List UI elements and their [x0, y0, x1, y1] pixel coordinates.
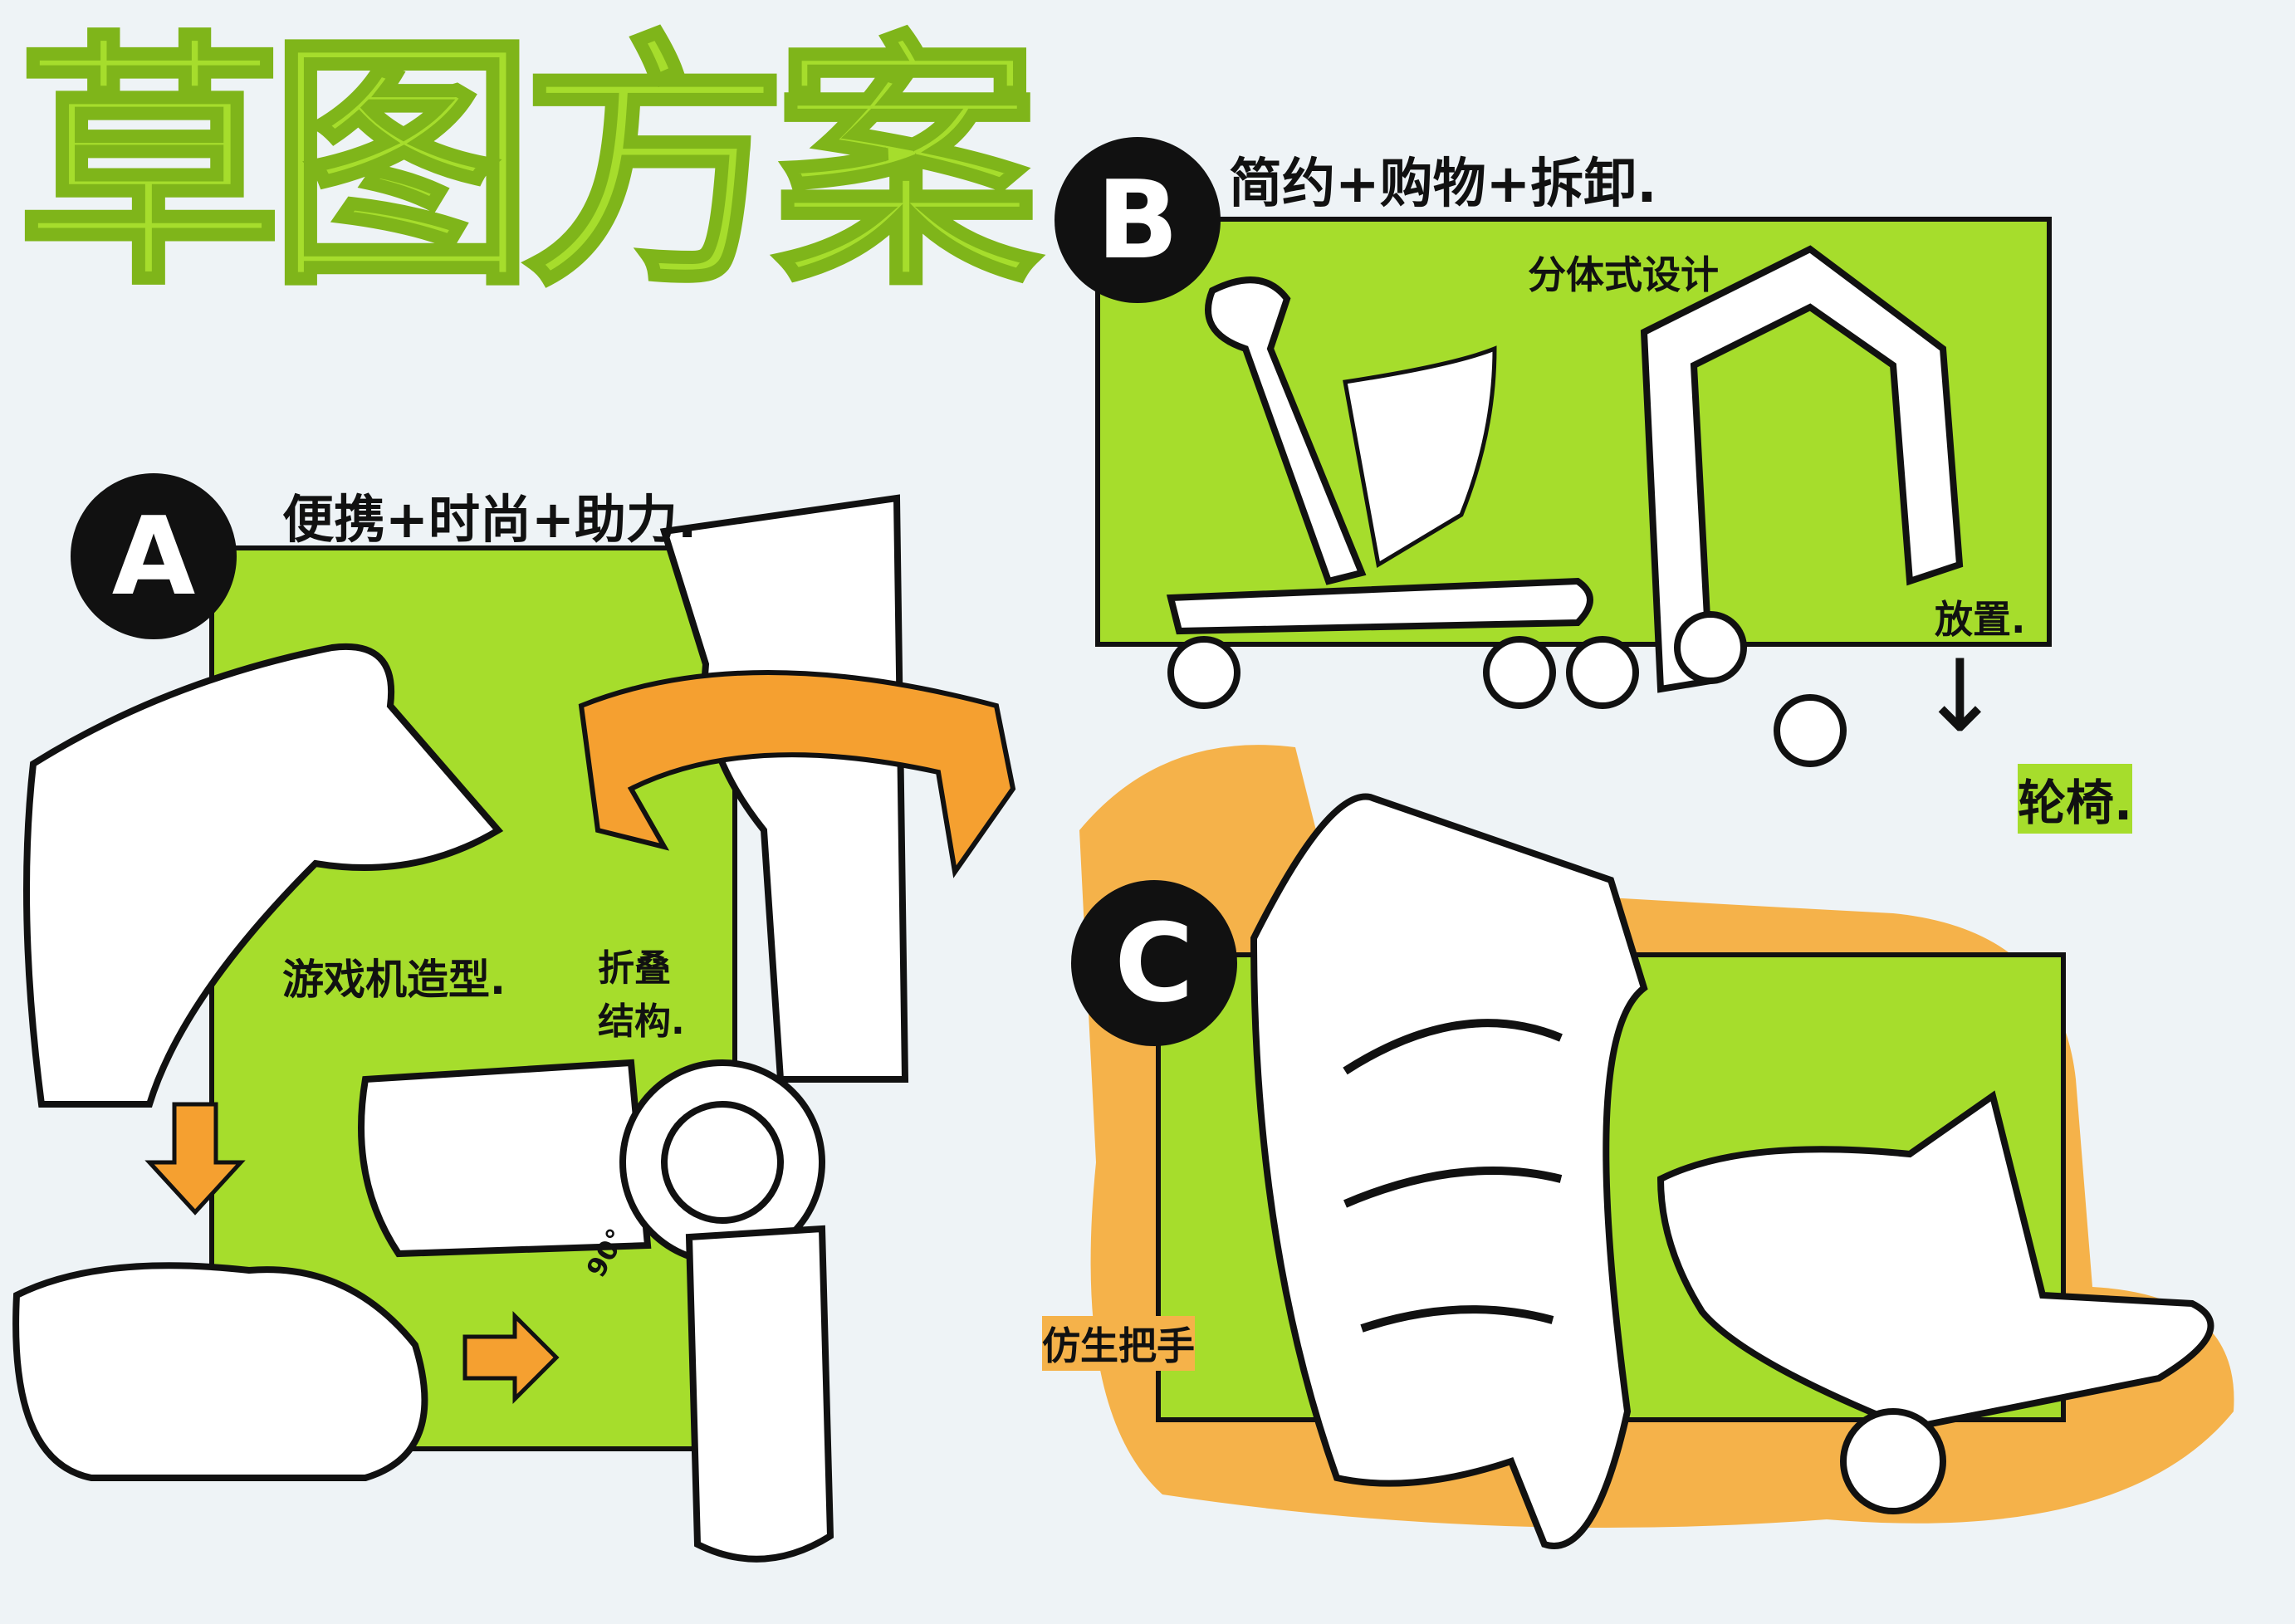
page-title: 草图方案	[14, 12, 1042, 320]
note-wheelchair: 轮椅.	[2018, 764, 2133, 834]
rotation-arrow	[578, 670, 1016, 878]
concept-a-subtitle: 便携+时尚+助力.	[282, 489, 697, 550]
down-arrow-glyph: ↓	[1918, 639, 2002, 755]
note-split-design: 分体式设计	[1528, 252, 1719, 297]
concept-b-subtitle: 简约+购物+拆卸.	[1229, 154, 1657, 215]
concept-b-sketch	[1166, 245, 1964, 767]
concept-c-badge: C	[1071, 880, 1237, 1046]
note-folding-structure: 折叠结构.	[598, 947, 685, 1043]
note-bionic-handle: 仿生把手	[1042, 1316, 1195, 1371]
concept-a-sketch	[12, 494, 909, 1563]
note-game-controller-shape: 游戏机造型.	[282, 956, 506, 1004]
concept-c-sketch	[1250, 793, 2214, 1549]
concept-b-badge: B	[1055, 137, 1221, 303]
concept-a-badge: A	[71, 473, 237, 639]
down-arrow	[144, 1102, 246, 1216]
right-arrow	[462, 1310, 560, 1405]
note-placement: 放置.	[1935, 597, 2026, 642]
